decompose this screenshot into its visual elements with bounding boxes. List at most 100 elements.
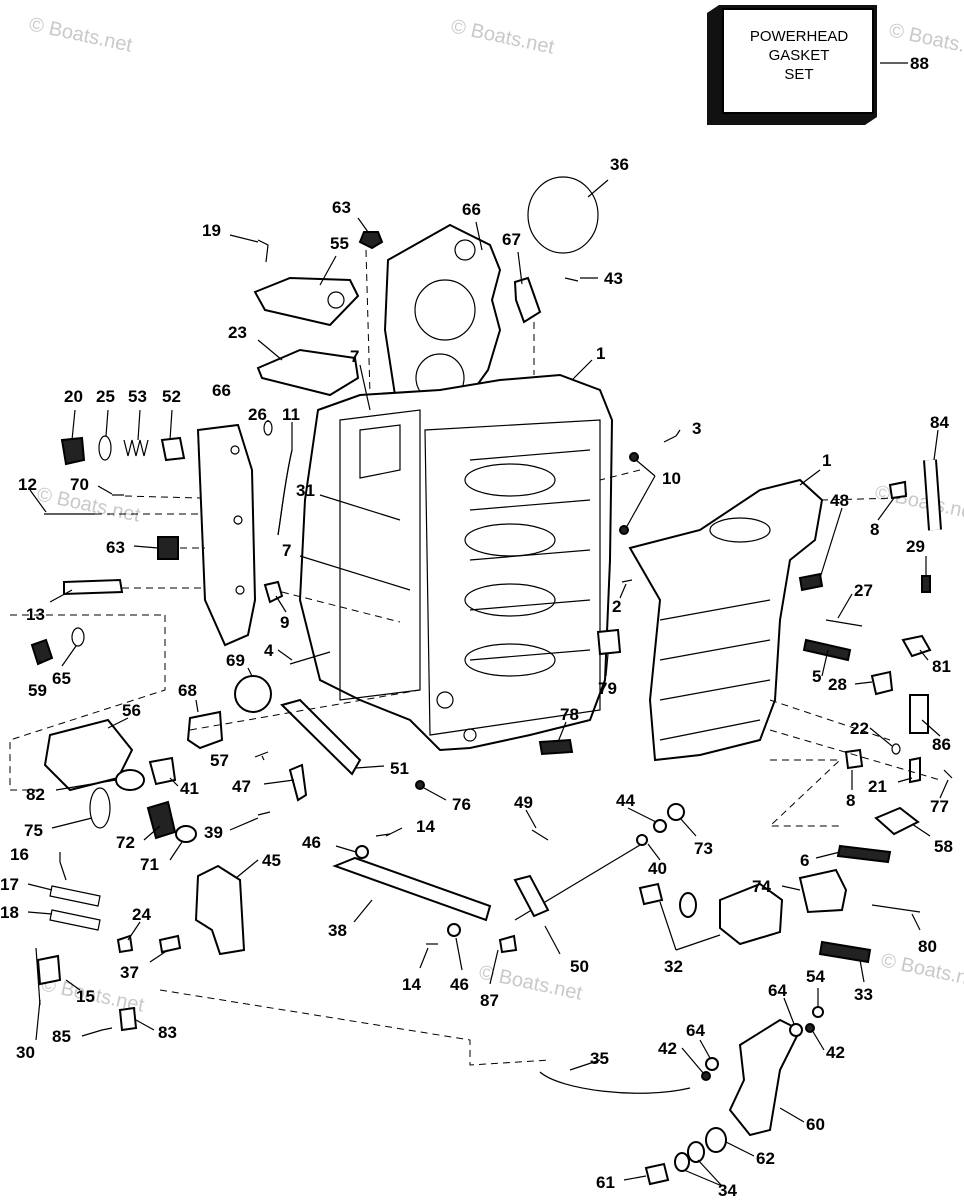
callout-78: 78 <box>560 705 579 724</box>
callout-15: 15 <box>76 987 95 1006</box>
callout-42b: 42 <box>826 1043 845 1062</box>
callout-55: 55 <box>330 234 349 253</box>
callout-10: 10 <box>662 469 681 488</box>
callout-34: 34 <box>718 1181 737 1200</box>
callout-30: 30 <box>16 1043 35 1062</box>
callout-73: 73 <box>694 839 713 858</box>
guide-line <box>769 699 891 741</box>
o-ring-36 <box>527 176 599 254</box>
callout-16: 16 <box>10 845 29 864</box>
spark-plug-13 <box>63 578 124 596</box>
fitting-28 <box>870 670 894 696</box>
clamp-41 <box>148 756 177 786</box>
o-ring-65 <box>71 627 85 647</box>
leader-line <box>587 179 609 198</box>
leader-line <box>353 899 373 923</box>
leader-line <box>933 429 939 461</box>
callout-72: 72 <box>116 833 135 852</box>
leader-line <box>277 649 293 661</box>
bracket-45 <box>194 864 246 956</box>
callout-47: 47 <box>232 777 251 796</box>
screw-43 <box>564 277 579 282</box>
leader-line <box>819 507 843 579</box>
hose-84-inner <box>925 459 940 531</box>
leader-line <box>27 883 53 891</box>
callout-8: 8 <box>870 520 879 539</box>
gasket-line-3: SET <box>784 66 814 83</box>
callout-67: 67 <box>502 230 521 249</box>
callout-50: 50 <box>570 957 589 976</box>
callout-43: 43 <box>604 269 623 288</box>
callout-80: 80 <box>918 937 937 956</box>
leader-line <box>681 1047 705 1075</box>
bolt-61 <box>644 1162 670 1186</box>
callout-37: 37 <box>120 963 139 982</box>
clip-24 <box>116 934 134 954</box>
leader-line <box>647 843 661 861</box>
leader-line <box>263 779 295 785</box>
callout-1b: 1 <box>822 451 831 470</box>
callout-23: 23 <box>228 323 247 342</box>
callout-49: 49 <box>514 793 533 812</box>
leader-line <box>257 339 283 361</box>
head-gasket-66 <box>383 223 502 412</box>
leader-line <box>319 255 337 286</box>
leader-line <box>105 409 109 437</box>
leader-line <box>385 827 403 837</box>
bolt-37 <box>158 934 182 954</box>
clip-81 <box>901 634 932 658</box>
washer-34 <box>687 1141 705 1163</box>
callout-11: 11 <box>282 405 300 424</box>
leader-line <box>625 459 656 529</box>
washer-54 <box>812 1006 824 1018</box>
leader-line <box>65 979 81 991</box>
callout-63b: 63 <box>106 538 125 557</box>
cylinder-block-1 <box>298 373 614 752</box>
callout-46: 46 <box>302 833 321 852</box>
leader-line <box>811 1029 825 1051</box>
callout-76: 76 <box>452 795 471 814</box>
callout-20: 20 <box>64 387 83 406</box>
callout-45: 45 <box>262 851 281 870</box>
leader-line <box>525 809 537 829</box>
callout-54: 54 <box>806 967 825 986</box>
leader-line <box>35 999 41 1041</box>
bolt-80 <box>871 904 921 913</box>
plug-63 <box>358 231 384 250</box>
crankcase-1 <box>628 478 824 762</box>
callout-31: 31 <box>296 481 315 500</box>
pin-49 <box>531 829 549 841</box>
leader-line <box>423 787 447 801</box>
plug-10 <box>629 452 639 462</box>
guide-line <box>365 249 371 396</box>
leader-line <box>837 593 853 619</box>
gasket-line-2: GASKET <box>768 47 830 64</box>
callout-1: 1 <box>596 344 605 363</box>
gasket-23 <box>256 348 360 397</box>
leader-line <box>869 727 893 747</box>
callout-6: 6 <box>800 851 809 870</box>
leader-line <box>627 807 657 823</box>
leader-line <box>81 1029 103 1037</box>
washer-64 <box>789 1023 803 1037</box>
washer-64 <box>705 1057 719 1071</box>
stud-4 <box>289 651 331 665</box>
leader-line <box>854 681 873 685</box>
nut-76 <box>415 780 425 790</box>
screw-57 <box>254 751 269 758</box>
fitting-8 <box>844 748 864 770</box>
leader-line <box>659 901 721 951</box>
cover-plate-55 <box>253 276 360 327</box>
leader-line <box>107 717 129 729</box>
callout-74: 74 <box>752 877 771 896</box>
callout-68: 68 <box>178 681 197 700</box>
leader-line <box>517 251 523 285</box>
leader-line <box>623 1175 647 1181</box>
leader-line <box>61 645 77 667</box>
leader-line <box>319 494 401 521</box>
guide-line <box>821 497 901 501</box>
washer-40 <box>636 834 648 846</box>
washer-71 <box>175 825 197 843</box>
bushing-62 <box>705 1127 727 1153</box>
